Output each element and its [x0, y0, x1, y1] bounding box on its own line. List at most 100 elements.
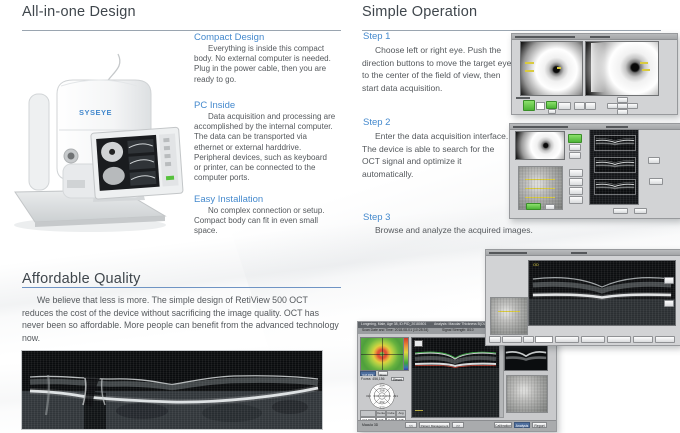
reset-button[interactable]: Reset [391, 376, 404, 382]
small-button[interactable] [648, 157, 660, 164]
patient-info-text: Longming, Male, Age 38, ID:PID_20180801 [361, 322, 427, 327]
start-scan-button[interactable] [526, 203, 541, 210]
device-screen [90, 126, 184, 200]
direction-down-button[interactable] [617, 108, 628, 115]
toolbar-button[interactable] [555, 336, 579, 343]
toolbar-button[interactable] [655, 336, 675, 343]
alignment-marker [525, 62, 534, 64]
etdrs-inner-top: 298 [379, 388, 384, 392]
table-header [360, 410, 376, 417]
analysis-button[interactable]: Analysis [514, 422, 530, 428]
toolbar-button[interactable] [489, 336, 501, 343]
oct-sample-image [21, 350, 323, 430]
window-title-text [513, 125, 568, 128]
window-title-text [515, 35, 575, 38]
show-button[interactable]: Show [378, 371, 388, 377]
small-button[interactable] [664, 300, 674, 307]
small-button[interactable] [548, 108, 556, 114]
acquisition-window-screenshot [509, 123, 680, 219]
mode-button[interactable] [546, 100, 557, 109]
oct-scan-strip [594, 157, 636, 173]
toolbar-button[interactable] [581, 336, 605, 343]
eye-camera-image [515, 131, 565, 160]
step-2-heading: Step 2 [363, 117, 391, 128]
alignment-marker [642, 69, 650, 71]
alignment-marker [557, 67, 561, 69]
controls-label [516, 97, 530, 99]
small-button[interactable] [569, 152, 581, 159]
small-button[interactable] [613, 208, 628, 214]
small-button[interactable] [664, 277, 674, 284]
value-field[interactable] [536, 101, 545, 110]
feature-heading-pc-inside: PC Inside [194, 100, 236, 111]
table-header: Center [376, 410, 386, 417]
etdrs-outer-bottom: 272 [379, 405, 384, 409]
alignment-marker [525, 70, 534, 72]
patient-management-button[interactable]: Patient Management [419, 422, 450, 428]
table-header: Avg [396, 410, 406, 417]
scan-line [525, 197, 555, 198]
etdrs-center-value: 236 [379, 394, 384, 398]
feature-body-pc-inside: Data acquisition and processing are acco… [194, 112, 336, 183]
orientation-icon[interactable] [414, 340, 423, 347]
etdrs-inner-left: 330 [373, 394, 378, 398]
small-button[interactable] [634, 208, 647, 214]
patient-info-bar: Longming, Male, Age 38, ID:PID_20180801 … [358, 322, 556, 328]
section-rule [362, 30, 661, 31]
small-button[interactable] [569, 169, 583, 177]
scale-marker [415, 410, 423, 411]
calibration-button[interactable]: Calibration [494, 422, 512, 428]
fundus-thumbnail[interactable] [506, 375, 548, 413]
toolbar-button[interactable] [633, 336, 653, 343]
small-button[interactable] [569, 178, 583, 186]
nose-highlight [591, 43, 605, 92]
section-rule [22, 287, 341, 288]
small-button[interactable] [569, 144, 581, 151]
section-title-affordable-quality: Affordable Quality [22, 271, 141, 287]
small-button[interactable] [569, 196, 583, 204]
signal-strength-text: Signal Strength: 8/10 [442, 328, 474, 333]
segment-layer-chip[interactable]: ILM-RPE [360, 371, 376, 376]
scan-region-box [498, 311, 520, 312]
toolbar-button[interactable] [523, 336, 534, 343]
etdrs-inner-right: 296 [385, 394, 390, 398]
scan-line [525, 188, 555, 189]
macular-thickness-map [360, 337, 404, 371]
laterality-marker: OD [533, 263, 539, 267]
device-brand-label: SYSEYE [79, 108, 112, 117]
small-button[interactable] [545, 204, 555, 210]
small-button[interactable] [649, 178, 663, 185]
window-title-text [571, 251, 587, 254]
small-button[interactable] [585, 101, 596, 110]
alignment-marker [640, 62, 648, 64]
step-2-body: Enter the data acquisition interface. Th… [362, 131, 509, 179]
section-title-simple-operation: Simple Operation [362, 4, 478, 20]
oct-scan-strip [594, 135, 636, 151]
etdrs-outer-left: 310 [366, 394, 371, 398]
small-button[interactable] [558, 101, 571, 110]
toolbar-field[interactable] [535, 336, 553, 343]
start-capture-button[interactable] [523, 100, 535, 111]
feature-body-easy-installation: No complex connection or setup. Compact … [194, 206, 325, 236]
window-titlebar [486, 250, 680, 256]
window-title-text [606, 125, 628, 128]
scan-datetime-text: Scan Date and Time: 2018-08-01 (10:28:34… [362, 328, 429, 333]
feature-heading-compact-design: Compact Design [194, 32, 265, 43]
etdrs-outer-top: 294 [379, 384, 384, 388]
next-button[interactable]: >> [452, 422, 464, 428]
previous-button[interactable]: << [405, 422, 417, 428]
direction-right-button[interactable] [627, 102, 638, 109]
analysis-type-text: Analysis: Macular Thickness B(OU) [434, 322, 488, 327]
thickness-color-scale [403, 337, 409, 371]
toolbar-button[interactable] [607, 336, 631, 343]
small-button[interactable] [569, 187, 583, 195]
feature-body-compact-design: Everything is inside this compact body. … [194, 44, 331, 84]
report-button[interactable]: Report [532, 422, 547, 428]
small-button[interactable] [574, 101, 585, 110]
oct-bscan-image: OD [528, 260, 676, 326]
acquire-button[interactable] [568, 134, 582, 143]
toolbar-button[interactable] [502, 336, 522, 343]
browse-window-screenshot: OD [485, 249, 680, 346]
oct-thumbnail[interactable] [504, 343, 548, 371]
feature-heading-easy-installation: Easy Installation [194, 194, 264, 205]
